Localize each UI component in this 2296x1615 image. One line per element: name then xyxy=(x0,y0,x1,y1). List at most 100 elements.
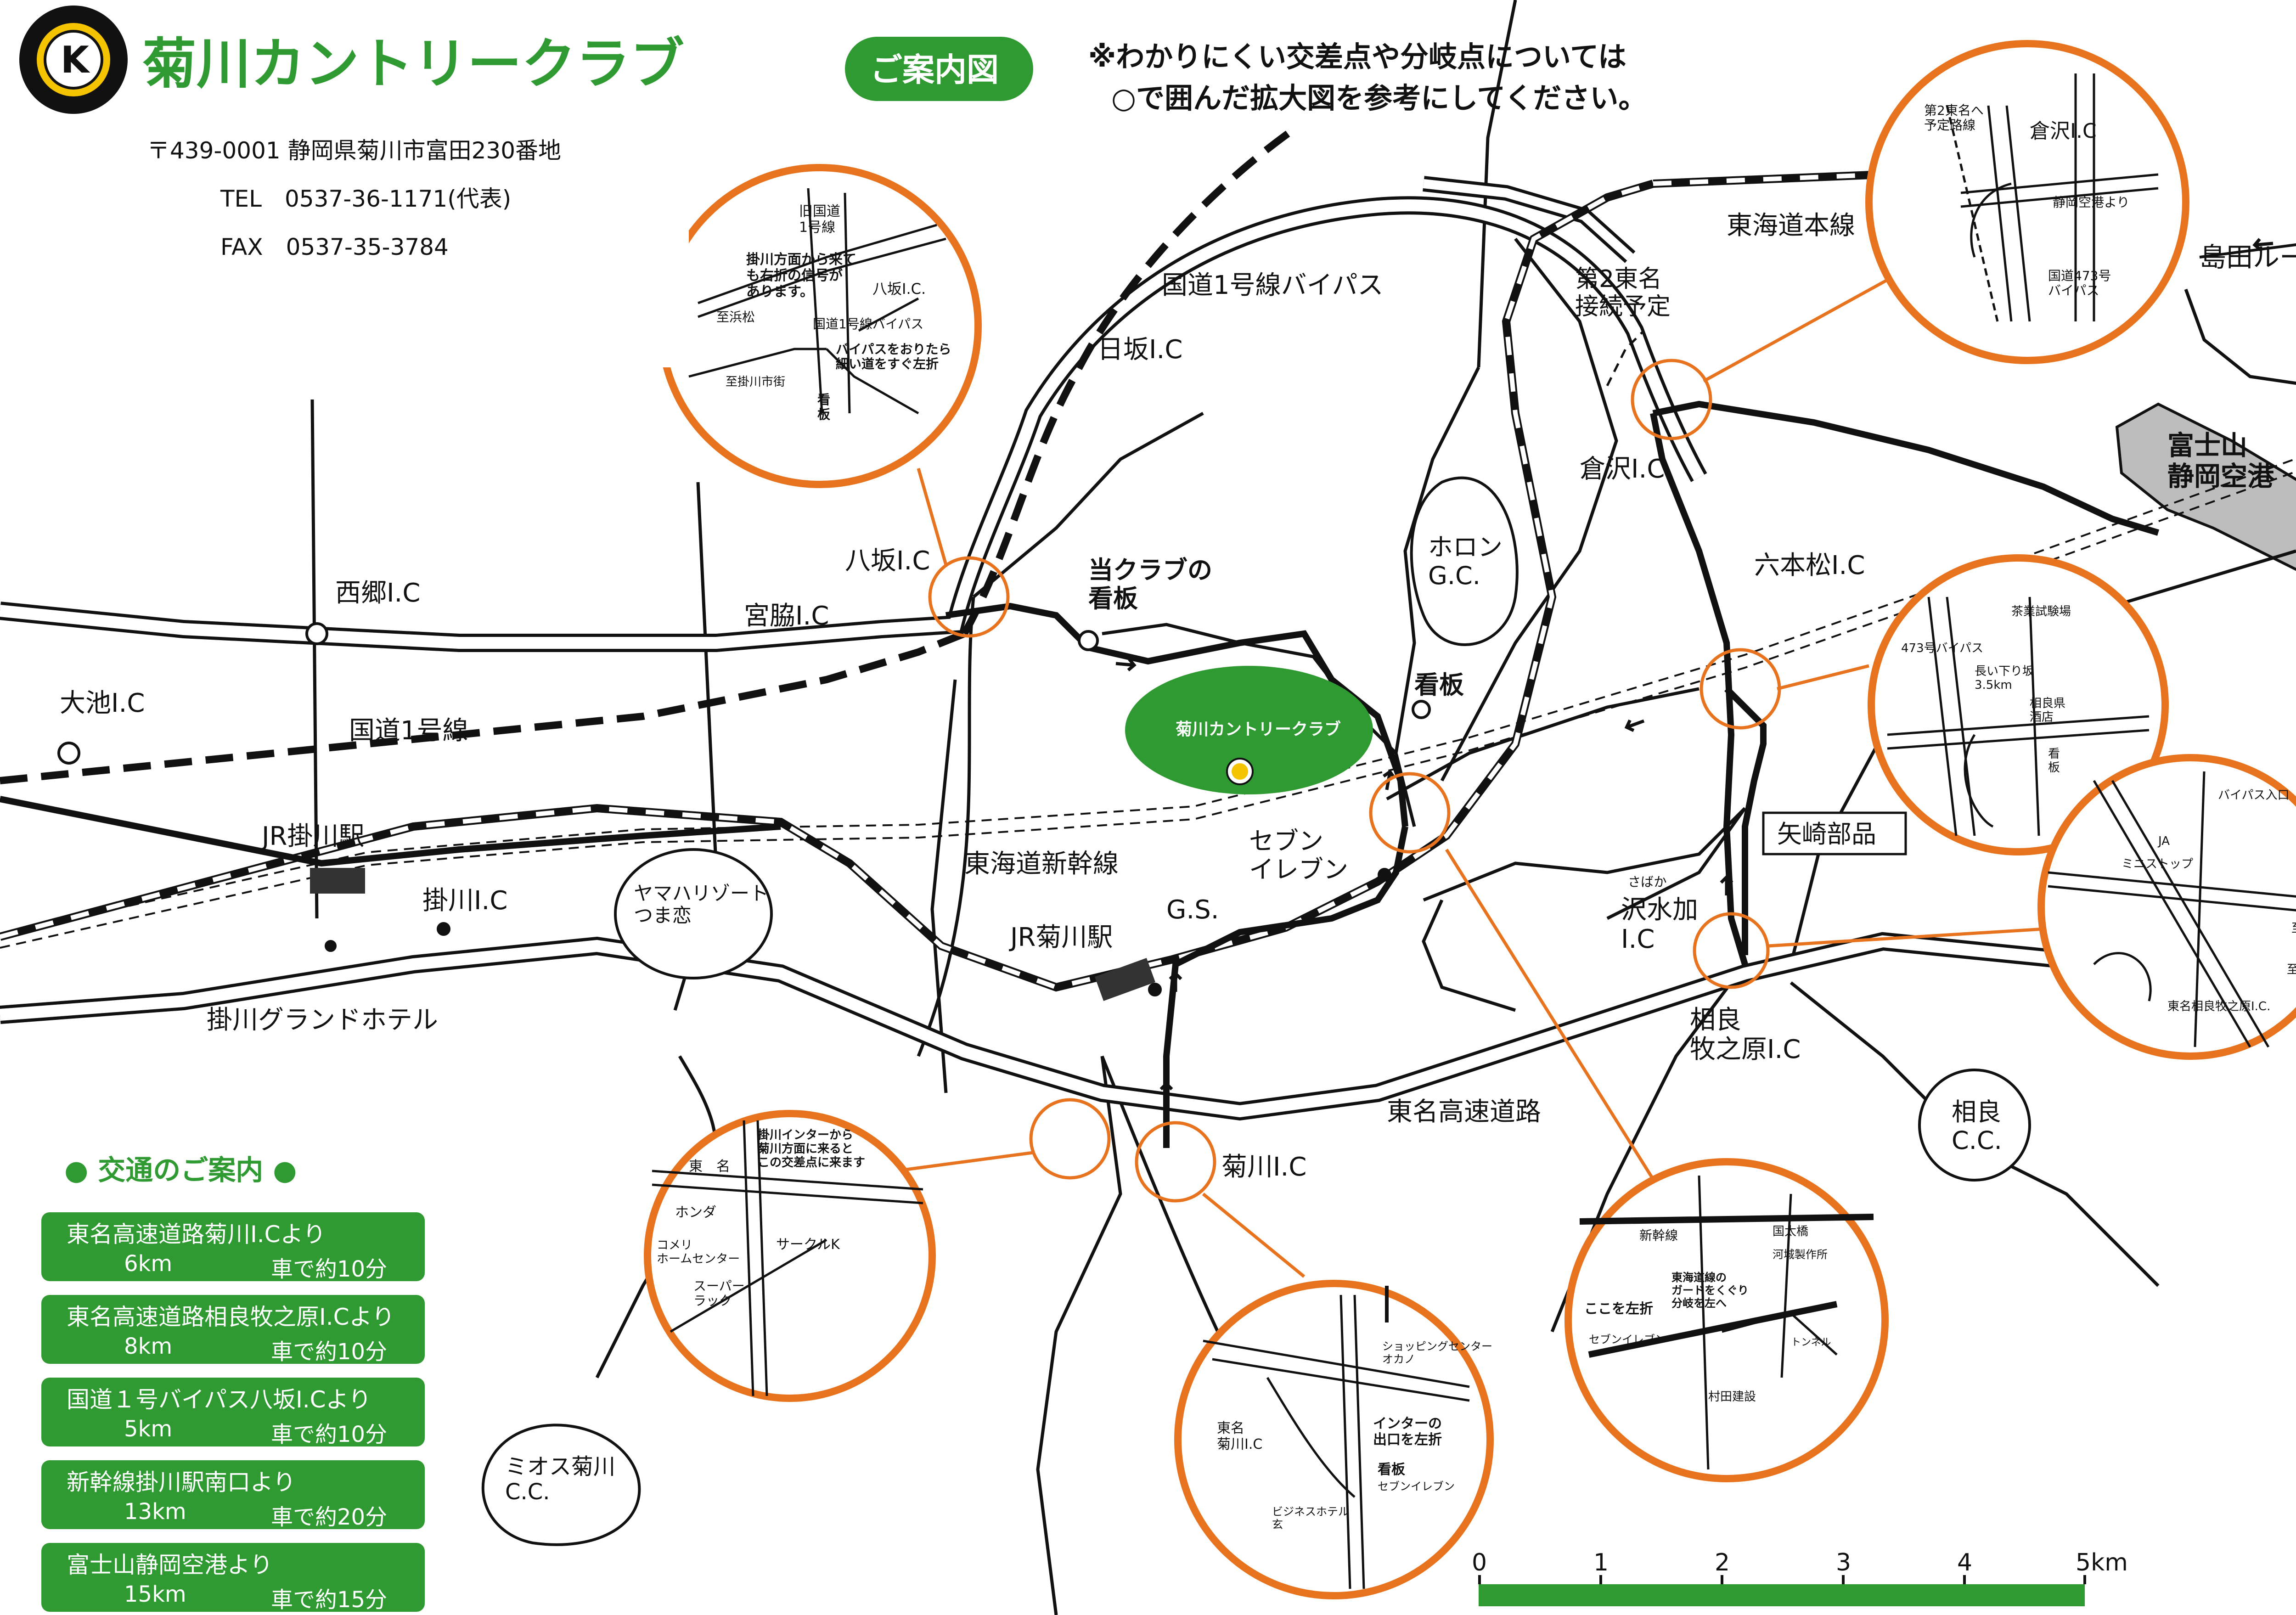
scale-tick-5: 5km xyxy=(2076,1549,2128,1576)
label-kurasawa-ic: 倉沢I.C xyxy=(1580,454,1665,484)
route-time: 車で約10分 xyxy=(271,1256,388,1282)
club-name: 菊川カントリークラブ xyxy=(142,32,684,96)
route-from: 東名高速道路菊川I.Cより xyxy=(67,1221,326,1248)
yasaka-hamamatsu: 至浜松 xyxy=(716,309,755,325)
route-from: 東名高速道路相良牧之原I.Cより xyxy=(67,1304,395,1330)
jr-kakegawa-station xyxy=(310,868,365,894)
callout-spots xyxy=(895,255,2067,1278)
kikugawa-tomei-ic: 東名菊川I.C xyxy=(1217,1420,1262,1452)
route-time: 車で約10分 xyxy=(271,1422,388,1447)
scale-tick-1: 1 xyxy=(1593,1549,1609,1576)
label-jr-kikugawa: JR菊川駅 xyxy=(1009,923,1113,952)
seven-guard-note: 東海道線のガードをくぐり分岐を左へ xyxy=(1671,1271,1749,1310)
yasaka-city: 至掛川市街 xyxy=(726,375,785,389)
route-card: 新幹線掛川駅南口より 13km 車で約20分 xyxy=(41,1460,425,1530)
note-line2: ○で囲んだ拡大図を参考にしてください。 xyxy=(1111,81,1647,115)
label-kakegawa-ic: 掛川I.C xyxy=(422,886,507,916)
label-jr-kakegawa: JR掛川駅 xyxy=(260,822,364,851)
tomei-inset-road: 東 名 xyxy=(689,1159,730,1175)
sagara-to: 至相良 xyxy=(2287,963,2296,977)
yazaki-box xyxy=(1762,811,1907,855)
route1-old xyxy=(0,630,966,784)
guide-badge: ご案内図 xyxy=(870,51,999,89)
yasaka-note2: 掛川方面から来ても右折の信号があります。 xyxy=(746,252,856,300)
route-time: 車で約20分 xyxy=(271,1504,388,1530)
kurasawa-ic-inset: 倉沢I.C xyxy=(2030,119,2097,143)
sagara-cc-outline xyxy=(1918,1069,2031,1182)
horon-gc-outline xyxy=(1410,476,1519,646)
tomei-inset-note: 掛川インターから菊川方面に来るとこの交差点に来ます xyxy=(758,1128,865,1170)
label-gs: G.S. xyxy=(1166,895,1219,925)
kurasawa-473: 国道473号バイパス xyxy=(2048,268,2111,298)
sagara-tomei-ic: 東名相良牧之原I.C. xyxy=(2167,1000,2270,1013)
ic-markers xyxy=(57,622,1431,996)
club-logo: K xyxy=(19,6,128,114)
label-yasaka-ic: 八坂I.C xyxy=(845,546,930,576)
seven-shinkansen: 新幹線 xyxy=(1639,1228,1678,1243)
logo-letter: K xyxy=(61,39,90,81)
sagara-ministop: ミニストップ xyxy=(2122,857,2193,871)
label-airport: 富士山静岡空港 xyxy=(2167,430,2274,492)
address: 〒439-0001 静岡県菊川市富田230番地 xyxy=(147,137,561,164)
access-route xyxy=(0,400,2160,1148)
seven-store: セブンイレブン xyxy=(1589,1333,1666,1346)
label-kikugawa-ic: 菊川I.C xyxy=(1221,1152,1306,1182)
seven-bridge: 国太橋 xyxy=(1773,1225,1808,1238)
label-route1: 国道1号線 xyxy=(349,716,468,746)
inset-sagara: バイパス入口 JA ミニストップ 至榛原 至相良 東名相良牧之原I.C. xyxy=(2037,754,2296,1060)
route-distance: 6km xyxy=(124,1251,173,1277)
yasaka-sign: 看板 xyxy=(817,392,830,422)
route-time: 車で約10分 xyxy=(271,1339,388,1365)
label-sagara-ic: 相良牧之原I.C xyxy=(1690,1005,1801,1064)
label-tomei: 東名高速道路 xyxy=(1387,1097,1541,1127)
inset-kurasawa: 第2東名へ予定路線 倉沢I.C 静岡空港より 国道473号バイパス xyxy=(1865,40,2189,364)
transport-title: ● 交通のご案内 ● xyxy=(64,1154,297,1187)
label-bypass: 国道1号線バイパス xyxy=(1162,270,1384,300)
label-seven-eleven: セブンイレブン xyxy=(1249,827,1348,884)
sagara-bypass-entry: バイパス入口 xyxy=(2218,788,2289,802)
roppongi-tea: 茶業試験場 xyxy=(2011,605,2071,619)
label-sawamizuka-ruby: さばか xyxy=(1628,874,1667,889)
roppongi-shop: 相良県酒店 xyxy=(2030,697,2065,724)
route-from: 国道１号バイパス八坂I.Cより xyxy=(67,1386,371,1413)
roppongi-473: 473号バイパス xyxy=(1901,641,1983,655)
route-time: 車で約15分 xyxy=(271,1587,388,1613)
label-oike-ic: 大池I.C xyxy=(60,688,145,718)
guide-badge-bg xyxy=(845,37,1033,101)
yasaka-ic-label: 八坂I.C. xyxy=(872,280,926,298)
scale-tick-2: 2 xyxy=(1715,1549,1730,1576)
label-grand-hotel: 掛川グランドホテル xyxy=(207,1005,438,1035)
yasaka-turn-note: バイパスをおりたら細い道をすぐ左折 xyxy=(836,342,951,371)
route-card: 国道１号バイパス八坂I.Cより 5km 車で約10分 xyxy=(41,1378,425,1447)
seven-factory: 河城製作所 xyxy=(1773,1248,1828,1261)
kikugawa-sign: 看板 xyxy=(1378,1462,1405,1478)
label-tokaido-line: 東海道本線 xyxy=(1727,211,1855,241)
route-distance: 13km xyxy=(124,1499,186,1525)
label-miyawaki-ic: 宮脇I.C xyxy=(744,601,829,631)
scale-tick-3: 3 xyxy=(1836,1549,1851,1576)
kurasawa-note: 第2東名へ予定路線 xyxy=(1924,103,1984,133)
label-club-sign: 当クラブの看板 xyxy=(1088,556,1212,613)
inset-seven: 新幹線 国太橋 河城製作所 東海道線のガードをくぐり分岐を左へ ここを左折 セブ… xyxy=(1564,1158,1889,1482)
label-yamaha: ヤマハリゾートつま恋 xyxy=(634,882,769,927)
kikugawa-exit-note: インターの出口を左折 xyxy=(1373,1416,1442,1448)
yasaka-bypass: 国道1号線バイパス xyxy=(813,316,923,332)
scale-tick-0: 0 xyxy=(1472,1549,1487,1576)
label-saigo-ic: 西郷I.C xyxy=(335,578,420,608)
mios-cc-outline xyxy=(481,1424,641,1546)
route-distance: 15km xyxy=(124,1581,186,1607)
kikugawa-shopping: ショッピングセンターオカノ xyxy=(1382,1340,1492,1366)
label-tomei2: 第2東名接続予定 xyxy=(1575,265,1671,321)
route-from: 富士山静岡空港より xyxy=(67,1552,273,1578)
tomei-honda: ホンダ xyxy=(675,1204,716,1221)
seven-turn-here: ここを左折 xyxy=(1584,1301,1653,1317)
tomei-super: スーパーラック xyxy=(693,1278,745,1308)
